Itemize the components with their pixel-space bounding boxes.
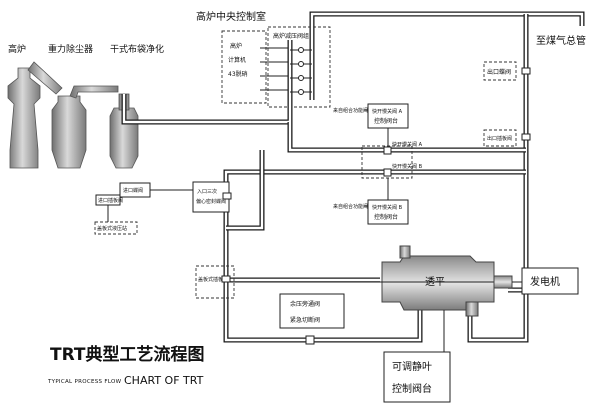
inlet-triple-label-2: 偏心密封蝶阀 (196, 198, 226, 205)
collector-outlet-pipe (69, 85, 119, 99)
control-room-title: 高炉中央控制室 (196, 10, 266, 23)
panel-line-3: 43脱硝 (228, 70, 248, 78)
panel-line-1: 高炉 (230, 42, 242, 50)
source-b-label: 来自组合功能阀 (333, 203, 368, 210)
subtitle-en-large: CHART OF TRT (124, 374, 204, 387)
coupling (493, 275, 513, 289)
gas-piping (121, 11, 585, 343)
fast-valve-b-panel (367, 199, 409, 225)
turbine-outlet-flange (465, 301, 479, 317)
inlet-gate-label: 进口插板阀 (98, 197, 123, 204)
fast-valve-b-panel-line1: 快开慢关阀 B (372, 204, 403, 211)
turbine-label: 透平 (425, 276, 445, 288)
inlet-triple-valve (222, 192, 232, 200)
subtitle-en-small: TYPICAL PROCESS FLOW (47, 379, 122, 385)
central-control-room: 高炉中央控制室 高炉 计算机 43脱硝 高炉减压阀组 (196, 10, 331, 108)
inlet-triple-label-1: 入口三次 (197, 188, 217, 195)
fast-valve-a-panel-line1: 快开慢关阀 A (372, 108, 403, 115)
bypass-valve-label: 余压旁通阀 (290, 300, 320, 308)
title-zh: TRT典型工艺流程图 (50, 344, 205, 365)
emergency-control-label: 盖板式插板阀 (198, 276, 228, 283)
diagram-title: TRT典型工艺流程图 TYPICAL PROCESS FLOW CHART OF… (47, 344, 205, 387)
stator-panel-line2: 控制阀台 (392, 382, 432, 395)
valve-group-border (267, 26, 331, 108)
outlet-butterfly-valve (521, 67, 531, 75)
bypass-valve-box (279, 293, 345, 329)
plant-equipment: 高炉 重力除尘器 干式布袋净化 (7, 43, 164, 169)
fast-open-slow-close-valves: 来自组合功能阀 快开慢关阀 A 控制阀台 快开慢关阀 A 快开慢关阀 B 来自组… (333, 103, 423, 225)
stator-blade-panel (383, 351, 451, 403)
valve-group-label: 高炉减压阀组 (273, 32, 309, 40)
fast-valve-b-panel-line2: 控制阀台 (374, 213, 398, 221)
outlet-gate-label: 出口插板阀 (487, 135, 512, 142)
outlet-gate-valve (521, 133, 531, 141)
gas-main-label: 至煤气总管 (536, 34, 586, 47)
fast-valve-a-label: 快开慢关阀 A (392, 141, 423, 148)
gate-hydraulic-label: 盖板式液压站 (97, 225, 127, 232)
fast-valve-a-panel-line2: 控制阀台 (374, 117, 398, 125)
stator-panel-line1: 可调静叶 (392, 360, 432, 373)
turbine-inlet-flange (399, 245, 411, 259)
gate-hydraulic-box (94, 221, 138, 235)
fast-valve-a (383, 146, 392, 155)
outlet-butterfly-box (483, 61, 517, 81)
emergency-gate-valve (221, 275, 231, 283)
pressure-reducing-valves (290, 47, 312, 95)
emergency-shutoff-label: 紧急切断阀 (290, 316, 320, 324)
generator-label: 发电机 (530, 275, 560, 288)
outlet-butterfly-label: 出口蝶阀 (487, 68, 511, 76)
generator-box (521, 267, 579, 295)
gravity-dust-collector (51, 95, 87, 169)
blast-furnace-label: 高炉 (8, 43, 26, 55)
source-a-label: 来自组合功能阀 (333, 107, 368, 114)
valve-labels: 出口蝶阀 出口插板阀 进口蝶阀 进口插板阀 盖板式液压站 入口三次 偏心密封蝶阀… (94, 61, 531, 345)
outlet-gate-box (483, 129, 517, 147)
blast-furnace (7, 67, 41, 169)
turbine-generator: 透平 发电机 可调静叶 控制阀台 (380, 245, 579, 403)
fast-valve-b (383, 168, 392, 177)
gravity-dust-collector-label: 重力除尘器 (48, 43, 93, 55)
inlet-butterfly-label: 进口蝶阀 (123, 187, 143, 194)
dry-bag-filter-label: 干式布袋净化 (110, 43, 164, 55)
downcomer-pipe (27, 61, 63, 95)
fast-valve-group-border (361, 145, 413, 179)
control-room-panel-border (221, 30, 267, 104)
fast-valve-b-label: 快开慢关阀 B (392, 163, 423, 170)
panel-line-2: 计算机 (228, 56, 246, 64)
emergency-shutoff-valve (305, 335, 315, 345)
